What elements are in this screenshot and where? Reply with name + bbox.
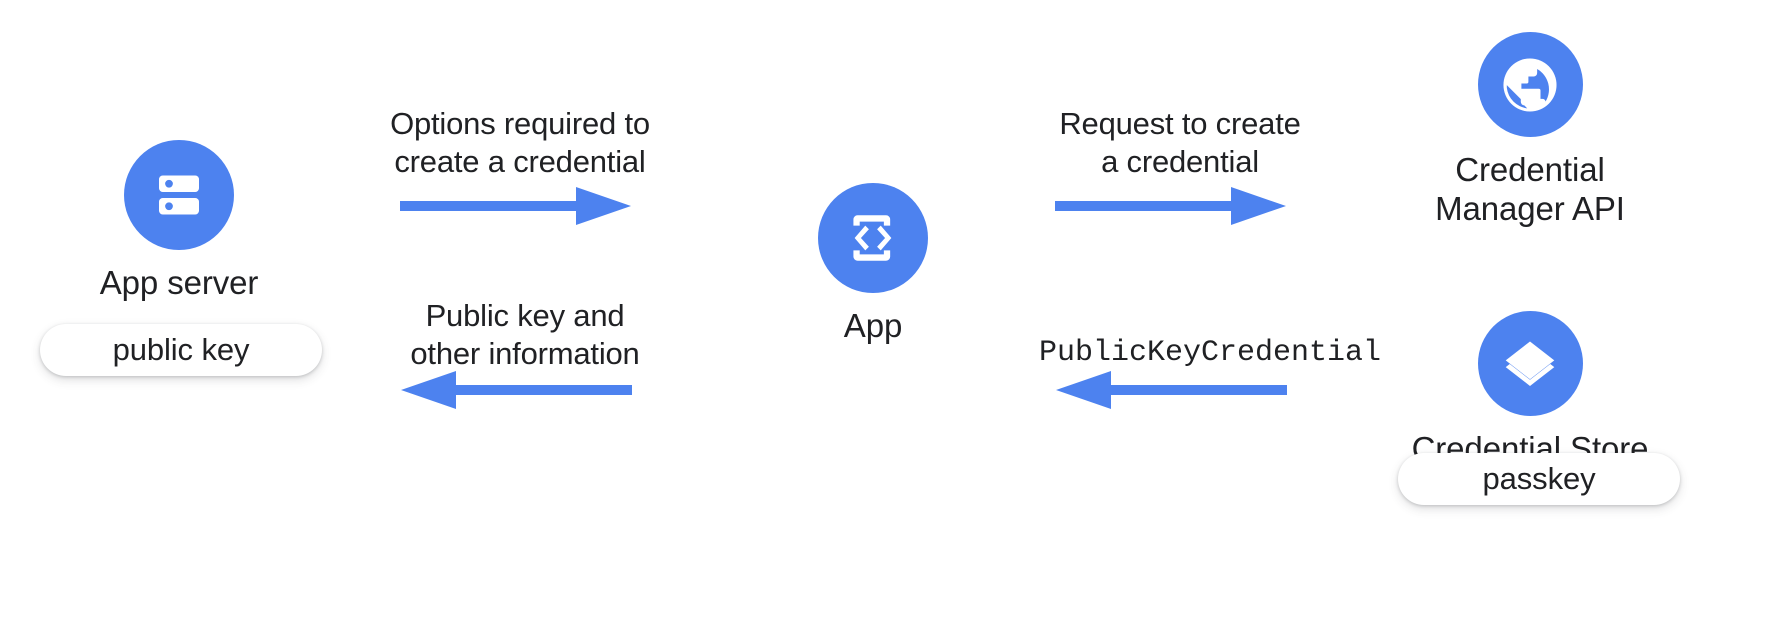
flow-caption-public-key-info: Public key and other information bbox=[410, 298, 640, 371]
node-app-label: App bbox=[843, 307, 903, 344]
node-app-server: App server bbox=[84, 140, 274, 303]
layers-store-icon bbox=[1505, 341, 1555, 386]
flow-caption-options-required: Options required to create a credential bbox=[390, 106, 650, 179]
app-server-circle bbox=[124, 140, 234, 250]
node-credential-manager-api: Credential Manager API bbox=[1400, 32, 1660, 229]
node-credential-store: Credential Store bbox=[1400, 311, 1660, 469]
node-app-server-label: App server bbox=[99, 264, 259, 301]
credential-manager-api-circle bbox=[1477, 32, 1583, 137]
flow-caption-request-to-create: Request to create a credential bbox=[1059, 106, 1301, 179]
globe-public-icon bbox=[1503, 57, 1557, 112]
data-pill-passkey-label: passkey bbox=[1482, 461, 1596, 496]
server-icon bbox=[159, 175, 199, 215]
app-code-device-icon bbox=[853, 215, 892, 261]
node-credential-manager-api-label: Credential Manager API bbox=[1435, 151, 1625, 227]
data-pill-public-key: public key bbox=[40, 324, 322, 376]
flow-arrow-public-key-info bbox=[401, 371, 632, 409]
data-pill-passkey: passkey bbox=[1398, 453, 1680, 505]
credential-store-circle bbox=[1477, 311, 1583, 416]
flow-caption-public-key-credential: PublicKeyCredential bbox=[1038, 336, 1382, 370]
node-app: App bbox=[778, 183, 968, 346]
flow-arrow-request-to-create bbox=[1055, 187, 1286, 225]
data-pill-public-key-label: public key bbox=[112, 332, 250, 367]
flow-arrow-public-key-credential bbox=[1056, 371, 1287, 409]
flow-arrow-options-required bbox=[400, 187, 631, 225]
app-circle bbox=[818, 183, 928, 293]
